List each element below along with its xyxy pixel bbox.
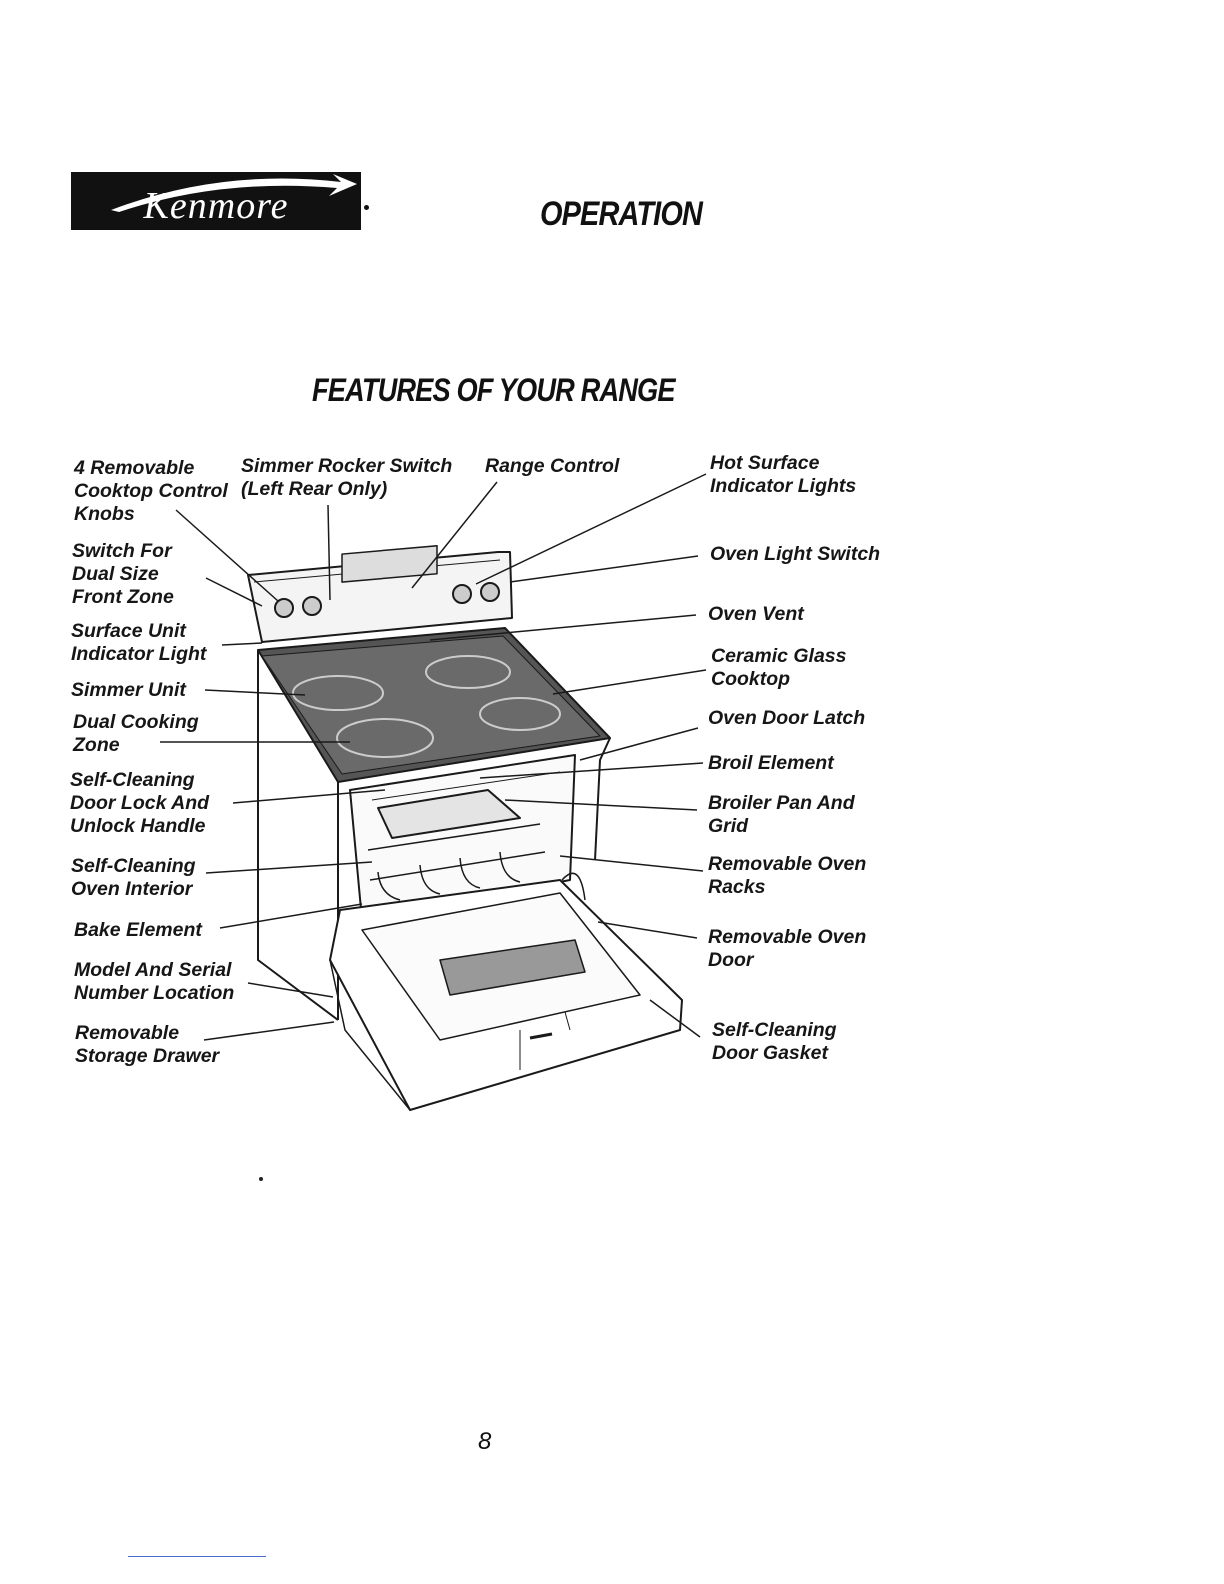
page-number: 8 [478, 1428, 492, 1455]
callout-door-gasket: Self-Cleaning Door Gasket [712, 1019, 837, 1064]
callout-storage-drawer: Removable Storage Drawer [75, 1022, 220, 1067]
page-title: FEATURES OF YOUR RANGE [312, 372, 675, 408]
stray-mark [259, 1177, 263, 1181]
callout-dual-size-switch: Switch For Dual Size Front Zone [72, 540, 174, 608]
callout-oven-interior: Self-Cleaning Oven Interior [71, 855, 196, 900]
callout-broil-element: Broil Element [708, 752, 834, 774]
callout-model-serial: Model And Serial Number Location [74, 959, 235, 1004]
callout-oven-vent: Oven Vent [708, 603, 804, 625]
callout-oven-racks: Removable Oven Racks [708, 853, 867, 898]
callout-ceramic-cooktop: Ceramic Glass Cooktop [711, 645, 847, 690]
callout-bake-element: Bake Element [74, 919, 202, 941]
callout-hot-surface-lights: Hot Surface Indicator Lights [710, 452, 857, 497]
callout-oven-door-latch: Oven Door Latch [708, 707, 866, 729]
callout-oven-door: Removable Oven Door [708, 926, 867, 971]
callout-broiler-pan: Broiler Pan And Grid [708, 792, 855, 837]
footer-rule [128, 1556, 266, 1557]
callout-dual-cooking-zone: Dual Cooking Zone [73, 711, 199, 756]
callout-simmer-unit: Simmer Unit [71, 679, 186, 701]
callout-range-control: Range Control [485, 455, 620, 477]
callout-door-lock-handle: Self-Cleaning Door Lock And Unlock Handl… [70, 769, 210, 837]
callout-oven-light-switch: Oven Light Switch [710, 543, 881, 565]
callout-simmer-rocker: Simmer Rocker Switch (Left Rear Only) [241, 455, 453, 500]
brand-name: Kenmore [143, 185, 289, 227]
kenmore-logo: Kenmore [71, 172, 361, 230]
callout-cooktop-knobs: 4 Removable Cooktop Control Knobs [74, 457, 228, 525]
section-title: OPERATION [540, 195, 703, 233]
callout-surface-unit-light: Surface Unit Indicator Light [71, 620, 207, 665]
logo-swoosh-icon [111, 174, 357, 212]
logo-dot [364, 205, 369, 210]
